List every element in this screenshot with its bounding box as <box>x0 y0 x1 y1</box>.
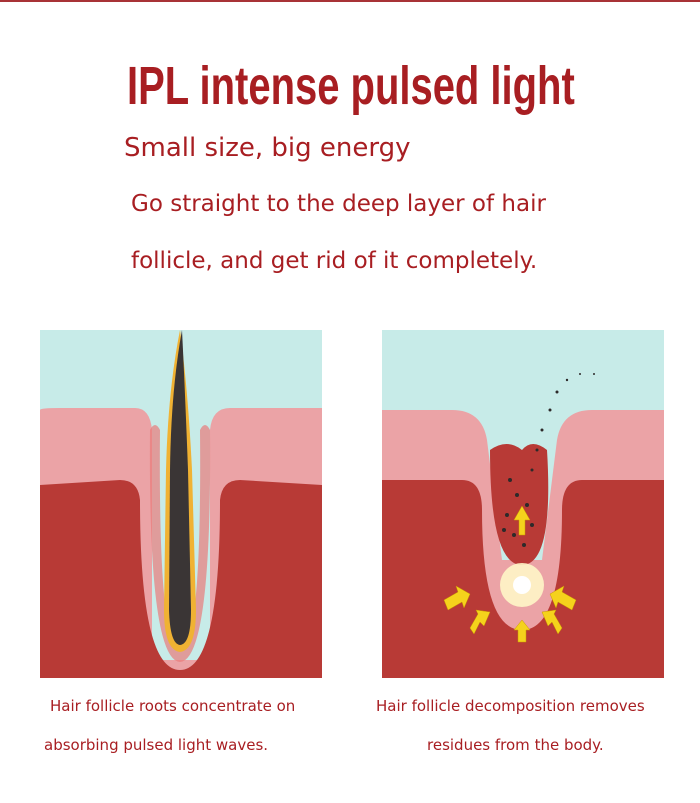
hair-follicle-illustration <box>40 330 322 678</box>
page-title: IPL intense pulsed light <box>127 56 575 116</box>
subtitle: Small size, big energy <box>124 133 411 163</box>
left-caption-line-1: Hair follicle roots concentrate on <box>50 697 296 715</box>
description-line-1: Go straight to the deep layer of hair <box>131 191 546 217</box>
top-divider <box>0 0 700 2</box>
left-caption-line-2: absorbing pulsed light waves. <box>44 736 269 754</box>
description-line-2: follicle, and get rid of it completely. <box>131 248 538 274</box>
right-caption-line-2: residues from the body. <box>427 736 604 754</box>
follicle-decomposition-illustration <box>382 330 664 678</box>
right-caption-line-1: Hair follicle decomposition removes <box>376 697 645 715</box>
